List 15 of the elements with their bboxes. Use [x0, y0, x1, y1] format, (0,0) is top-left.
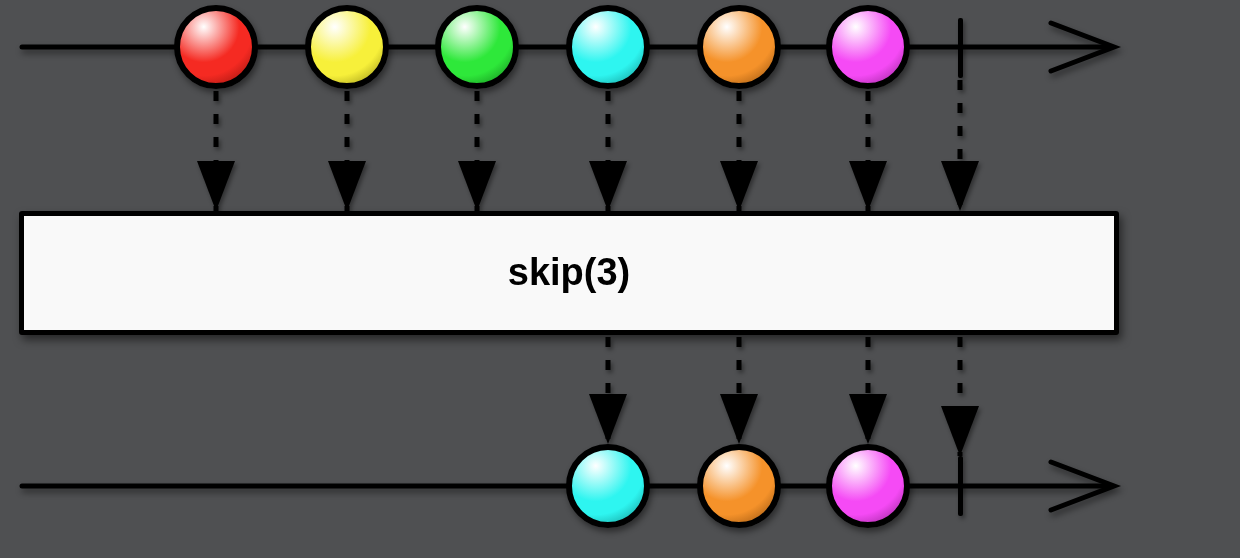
completion-bar	[957, 456, 963, 516]
dashed-arrow	[941, 337, 979, 456]
dashed-arrow	[849, 337, 887, 444]
dashed-arrow	[328, 91, 366, 211]
dashed-arrow	[849, 91, 887, 211]
dashed-arrow	[941, 80, 979, 211]
operator-label: skip(3)	[507, 251, 631, 295]
dashed-arrow	[197, 91, 235, 211]
dashed-arrow	[720, 91, 758, 211]
dashed-arrow	[458, 91, 496, 211]
dashed-arrow	[589, 337, 627, 444]
dashed-arrow	[589, 91, 627, 211]
operator-box	[19, 211, 1119, 335]
dashed-arrow	[720, 337, 758, 444]
completion-bar	[957, 18, 963, 78]
